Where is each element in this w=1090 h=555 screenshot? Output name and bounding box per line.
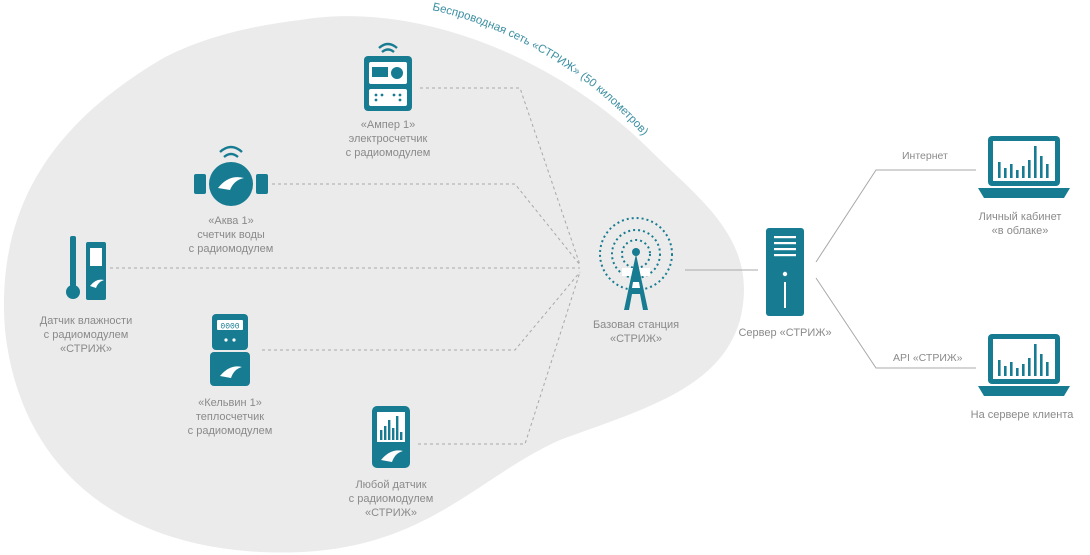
kelvin-name: «Кельвин 1» (198, 397, 262, 409)
akva-module: с радиомодулем (188, 243, 274, 255)
humidity-brand: «СТРИЖ» (60, 343, 112, 355)
humidity-label: Датчик влажности с радиомодулем «СТРИЖ» (16, 314, 156, 356)
base-station-brand: «СТРИЖ» (610, 333, 662, 345)
kelvin-module: с радиомодулем (187, 425, 273, 437)
humidity-sensor-icon (66, 236, 106, 300)
coverage-area (3, 16, 744, 553)
client-server-label: На сервере клиента (958, 408, 1086, 422)
cloud-cabinet-name: Личный кабинет (978, 211, 1062, 223)
cloud-cabinet-label: Личный кабинет «в облаке» (956, 210, 1084, 238)
link-amper (420, 87, 581, 266)
wired-links (685, 169, 976, 369)
any-sensor-brand: «СТРИЖ» (365, 507, 417, 519)
link-kelvin (262, 271, 581, 351)
api-label: API «СТРИЖ» (893, 352, 963, 364)
link-internet (815, 169, 976, 263)
cloud-cabinet-sub: «в облаке» (991, 225, 1049, 237)
laptop-icon (978, 136, 1070, 198)
akva-name: «Аква 1» (208, 215, 254, 227)
any-sensor-module: с радиомодулем (348, 493, 434, 505)
base-station-label: Базовая станция «СТРИЖ» (566, 318, 706, 346)
server-icon (766, 228, 804, 316)
base-station-name: Базовая станция (592, 319, 680, 331)
any-sensor-label: Любой датчик с радиомодулем «СТРИЖ» (321, 478, 461, 520)
any-sensor-name: Любой датчик (355, 479, 427, 491)
client-server-name: На сервере клиента (970, 409, 1074, 421)
internet-label: Интернет (902, 150, 948, 162)
kelvin-type: теплосчетчик (195, 411, 265, 423)
svg-text:0000: 0000 (220, 323, 239, 332)
radio-links (110, 87, 581, 445)
amper-module: с радиомодулем (345, 147, 431, 159)
link-api (815, 277, 976, 369)
electric-meter-icon (364, 42, 412, 111)
link-akva (272, 183, 581, 266)
server-label: Сервер «СТРИЖ» (715, 326, 855, 340)
water-meter-icon (194, 145, 268, 206)
humidity-name: Датчик влажности (39, 315, 133, 327)
amper-label: «Ампер 1» электросчетчик с радиомодулем (318, 118, 458, 160)
humidity-module: с радиомодулем (43, 329, 129, 341)
amper-type: электросчетчик (348, 133, 428, 145)
akva-type: счетчик воды (197, 229, 265, 241)
heat-meter-icon: 0000 (210, 314, 250, 386)
akva-label: «Аква 1» счетчик воды с радиомодулем (161, 214, 301, 256)
antenna-tower-icon (599, 217, 673, 310)
laptop-icon (978, 334, 1070, 396)
server-name: Сервер «СТРИЖ» (738, 327, 832, 339)
kelvin-label: «Кельвин 1» теплосчетчик с радиомодулем (160, 396, 300, 438)
amper-name: «Ампер 1» (360, 119, 416, 131)
sensor-icon (372, 406, 410, 468)
